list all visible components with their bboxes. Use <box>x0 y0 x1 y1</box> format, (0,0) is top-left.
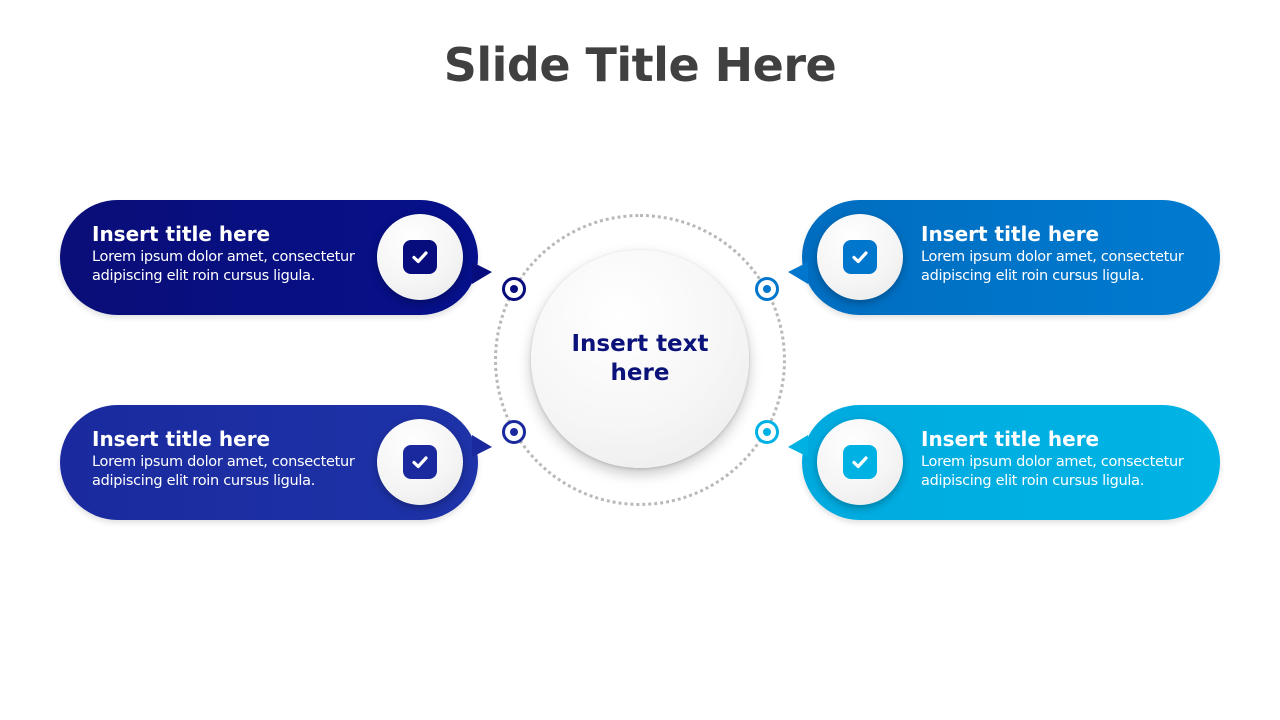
check-icon <box>843 445 877 479</box>
callout-pointer <box>472 262 492 284</box>
item-card-2: Insert title here Lorem ipsum dolor amet… <box>788 200 1220 315</box>
ring-dot-top-right <box>755 277 779 301</box>
center-circle: Insert text here <box>531 250 749 468</box>
check-icon <box>403 240 437 274</box>
item-body: Lorem ipsum dolor amet, consectetur adip… <box>921 454 1184 489</box>
callout-pointer <box>788 262 808 284</box>
check-icon <box>403 445 437 479</box>
ring-dot-top-left <box>502 277 526 301</box>
item-text: Insert title here Lorem ipsum dolor amet… <box>921 222 1211 286</box>
callout-pointer <box>472 435 492 457</box>
item-card-1: Insert title here Lorem ipsum dolor amet… <box>60 200 492 315</box>
dotted-ring <box>494 214 786 506</box>
item-text: Insert title here Lorem ipsum dolor amet… <box>92 427 382 491</box>
center-text: Insert text here <box>571 331 709 386</box>
item-title: Insert title here <box>92 222 271 246</box>
item-text: Insert title here Lorem ipsum dolor amet… <box>921 427 1211 491</box>
item-card-3: Insert title here Lorem ipsum dolor amet… <box>60 405 492 520</box>
item-body: Lorem ipsum dolor amet, consectetur adip… <box>92 454 355 489</box>
item-title: Insert title here <box>921 222 1100 246</box>
icon-circle <box>377 419 463 505</box>
item-body: Lorem ipsum dolor amet, consectetur adip… <box>921 249 1184 284</box>
check-icon <box>843 240 877 274</box>
slide-title: Slide Title Here <box>443 38 837 92</box>
item-title: Insert title here <box>92 427 271 451</box>
ring-dot-bottom-right <box>755 420 779 444</box>
item-body: Lorem ipsum dolor amet, consectetur adip… <box>92 249 355 284</box>
item-card-4: Insert title here Lorem ipsum dolor amet… <box>788 405 1220 520</box>
icon-circle <box>817 419 903 505</box>
icon-circle <box>817 214 903 300</box>
item-text: Insert title here Lorem ipsum dolor amet… <box>92 222 382 286</box>
icon-circle <box>377 214 463 300</box>
callout-pointer <box>788 435 808 457</box>
ring-dot-bottom-left <box>502 420 526 444</box>
item-title: Insert title here <box>921 427 1100 451</box>
